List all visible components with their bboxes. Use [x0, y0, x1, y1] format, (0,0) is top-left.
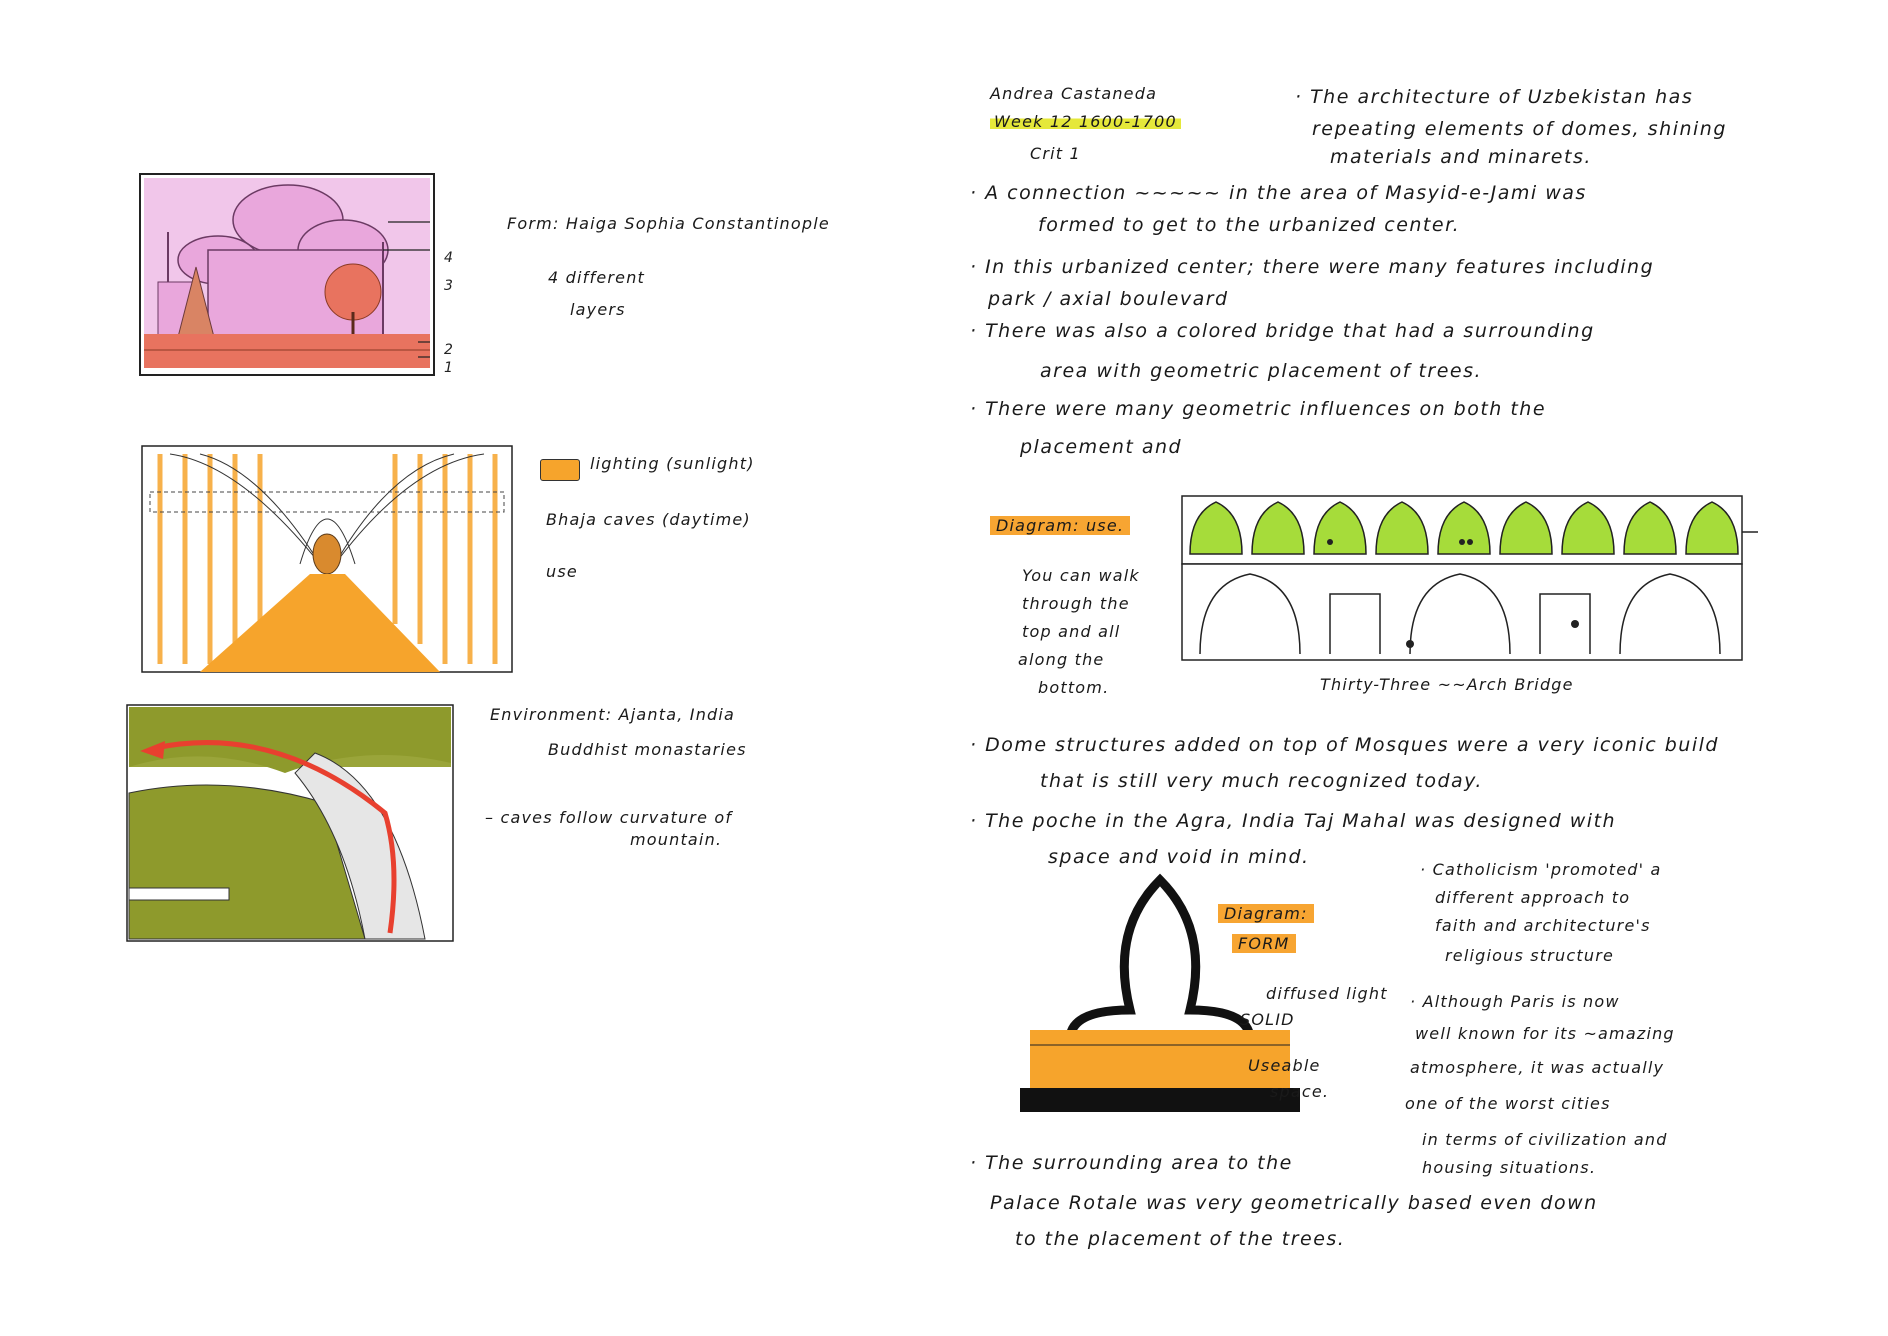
arch-bridge-diagram	[1180, 494, 1760, 664]
side-note-1: · Catholicism 'promoted' a	[1420, 860, 1662, 879]
hagia-caption: Form: Haiga Sophia Constantinople	[507, 214, 830, 233]
side-note-8: one of the worst cities	[1405, 1094, 1611, 1113]
bhaja-sub: use	[546, 562, 578, 581]
layer-marker-2: 2	[444, 342, 453, 358]
side-note-4: religious structure	[1445, 946, 1614, 965]
ajanta-caption-1: Environment: Ajanta, India	[490, 705, 735, 724]
week-label: Week 12 1600-1700	[990, 112, 1181, 131]
right-page: Andrea Castaneda Week 12 1600-1700 Crit …	[930, 0, 1888, 1336]
left-page: 4 3 2 1 Form: Haiga Sophia Constantinopl…	[0, 0, 930, 1336]
hagia-sophia-sketch	[138, 172, 436, 377]
bullet-top-8: placement and	[1020, 436, 1182, 459]
side-note-2: different approach to	[1435, 888, 1630, 907]
lighting-swatch	[540, 459, 580, 481]
bullet-top-4: park / axial boulevard	[988, 288, 1229, 311]
bullet-mid-2: that is still very much recognized today…	[1040, 770, 1483, 793]
lighting-legend: lighting (sunlight)	[590, 454, 755, 473]
diagram-form-highlight-2: FORM	[1232, 934, 1296, 953]
intro-line-1: · The architecture of Uzbekistan has	[1295, 86, 1693, 109]
layer-marker-1: 1	[444, 360, 453, 376]
layer-marker-4: 4	[444, 250, 453, 266]
ajanta-note-2: mountain.	[630, 830, 722, 849]
label-solid: SOLID	[1240, 1010, 1295, 1029]
label-diffused-light: diffused light	[1266, 984, 1388, 1003]
author-name: Andrea Castaneda	[990, 84, 1157, 103]
diagram-form-highlight-1: Diagram:	[1218, 904, 1314, 923]
diagram-use-desc-1: You can walk	[1022, 566, 1140, 585]
bullet-bottom-2: Palace Rotale was very geometrically bas…	[990, 1192, 1598, 1215]
side-note-10: housing situations.	[1422, 1158, 1596, 1177]
intro-line-2: repeating elements of domes, shining	[1312, 118, 1727, 141]
bhaja-caption: Bhaja caves (daytime)	[546, 510, 751, 529]
ajanta-sketch	[125, 703, 455, 943]
diagram-use-desc-3: top and all	[1022, 622, 1120, 641]
diagram-use-desc-4: along the	[1018, 650, 1104, 669]
bullet-mid-3: · The poche in the Agra, India Taj Mahal…	[970, 810, 1616, 833]
label-useable-2: space.	[1270, 1082, 1329, 1101]
layer-marker-3: 3	[444, 278, 453, 294]
week-highlight: Week 12 1600-1700	[990, 112, 1181, 131]
bullet-top-6: area with geometric placement of trees.	[1040, 360, 1482, 383]
bullet-top-2: formed to get to the urbanized center.	[1038, 214, 1460, 237]
ajanta-note-1: – caves follow curvature of	[485, 808, 732, 827]
bullet-top-1: · A connection ~~~~~ in the area of Masy…	[970, 182, 1587, 205]
side-note-6: well known for its ~amazing	[1415, 1024, 1675, 1043]
arch-bridge-caption: Thirty-Three ~~Arch Bridge	[1320, 675, 1574, 694]
side-note-7: atmosphere, it was actually	[1410, 1058, 1664, 1077]
bullet-mid-4: space and void in mind.	[1048, 846, 1310, 869]
diagram-use-desc-2: through the	[1022, 594, 1130, 613]
bullet-top-7: · There were many geometric influences o…	[970, 398, 1546, 421]
hagia-sub-1: 4 different	[548, 268, 645, 287]
diagram-use-highlight: Diagram: use.	[990, 516, 1130, 535]
side-note-9: in terms of civilization and	[1422, 1130, 1668, 1149]
label-useable-1: Useable	[1248, 1056, 1321, 1075]
crit-label: Crit 1	[1030, 144, 1081, 163]
bullet-bottom-3: to the placement of the trees.	[1015, 1228, 1345, 1251]
bullet-bottom-1: · The surrounding area to the	[970, 1152, 1293, 1175]
ajanta-caption-2: Buddhist monastaries	[548, 740, 747, 759]
diagram-use-tag: Diagram: use.	[990, 516, 1130, 535]
side-note-3: faith and architecture's	[1435, 916, 1651, 935]
hagia-sub-2: layers	[570, 300, 626, 319]
diagram-form-tag-1: Diagram:	[1218, 904, 1314, 923]
diagram-use-desc-5: bottom.	[1038, 678, 1109, 697]
bullet-top-5: · There was also a colored bridge that h…	[970, 320, 1595, 343]
bhaja-caves-sketch	[140, 444, 514, 674]
bullet-top-3: · In this urbanized center; there were m…	[970, 256, 1654, 279]
bullet-mid-1: · Dome structures added on top of Mosque…	[970, 734, 1719, 757]
intro-line-3: materials and minarets.	[1330, 146, 1592, 169]
side-note-5: · Although Paris is now	[1410, 992, 1620, 1011]
diagram-form-tag-2: FORM	[1232, 934, 1296, 953]
